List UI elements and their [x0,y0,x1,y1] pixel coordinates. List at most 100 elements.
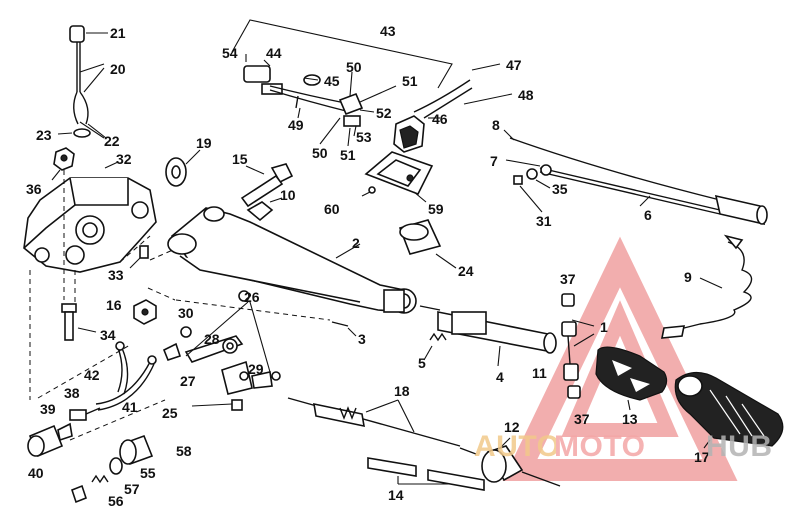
callout-53: 53 [356,129,372,145]
part-cap-37-upper [561,293,595,381]
part-bracket-32 [23,161,157,273]
part-bracket-27 [221,360,273,395]
part-nut-16 [133,299,157,325]
group-bracket-43 [231,19,453,89]
callout-37-lower: 37 [574,411,590,427]
callout-39: 39 [40,401,56,417]
callout-52: 52 [376,105,392,121]
callout-59: 59 [428,201,444,217]
callout-16: 16 [106,297,122,313]
part-button-56 [71,484,87,504]
callout-4: 4 [496,369,504,385]
callout-9: 9 [684,269,692,285]
callout-1: 1 [600,319,608,335]
part-nut-36 [51,147,75,181]
callout-42: 42 [84,367,100,383]
callout-50-upper: 50 [346,59,362,75]
part-switch-assembly [243,54,397,147]
part-spring-57 [91,474,109,484]
watermark-hub: HUB [706,430,773,463]
callout-28: 28 [204,331,220,347]
part-nut-55 [109,457,123,475]
part-bolt-15 [240,163,294,208]
callout-22: 22 [104,133,120,149]
callout-20: 20 [110,61,126,77]
part-tubes-14 [367,457,485,491]
callout-45: 45 [324,73,340,89]
callout-38: 38 [64,385,80,401]
callout-10: 10 [280,187,296,203]
callout-31: 31 [536,213,552,229]
part-screw-25 [191,399,243,411]
part-washer-35 [526,168,551,189]
callout-56: 56 [108,493,124,509]
part-washer-30 [162,326,192,361]
callout-60: 60 [324,201,340,217]
part-pin-3 [331,321,357,337]
callout-25: 25 [162,405,178,421]
part-sleeve-24 [398,219,457,269]
part-connector-38-39 [69,407,101,421]
callout-2: 2 [352,235,360,251]
callout-21: 21 [110,25,126,41]
callout-36: 36 [26,181,42,197]
callout-23: 23 [36,127,52,143]
callout-46: 46 [432,111,448,127]
callout-37-upper: 37 [560,271,576,287]
part-grip-17 [674,371,784,449]
part-sleeve-58 [119,434,154,466]
part-spring-5 [423,332,447,361]
part-throttle-rod-18 [287,397,477,455]
callout-labels: 1 2 3 4 5 6 7 8 9 10 11 12 13 14 15 16 1… [26,23,710,509]
part-grip-tube-4 [419,305,557,367]
part-grip-13 [595,346,668,411]
callout-32: 32 [116,151,132,167]
callout-34: 34 [100,327,116,343]
part-steering-arm-2 [167,206,417,314]
part-clip-28 [222,338,238,354]
part-screw-31 [513,175,543,213]
callout-40: 40 [28,465,44,481]
part-washer-19 [165,149,201,187]
part-screw-33 [129,245,149,269]
callout-30: 30 [178,305,194,321]
callout-51-lower: 51 [340,147,356,163]
callout-49: 49 [288,117,304,133]
part-block-46 [393,63,513,153]
part-washer-23 [57,128,91,138]
callout-33: 33 [108,267,124,283]
callout-55: 55 [140,465,156,481]
part-wire-end-21 [69,25,108,139]
part-coil-cable-9 [661,234,753,339]
callout-11: 11 [532,365,547,381]
part-cap-37-lower [567,385,581,399]
callout-12: 12 [504,419,520,435]
callout-44: 44 [266,45,282,61]
callout-13: 13 [622,411,638,427]
part-washer-29 [271,371,281,381]
callout-14: 14 [388,487,404,503]
callout-35: 35 [552,181,568,197]
part-harness-41-42 [95,341,157,411]
callout-48: 48 [518,87,534,103]
callout-57: 57 [124,481,140,497]
part-plate-59 [361,151,434,203]
callout-27: 27 [180,373,196,389]
callout-43: 43 [380,23,396,39]
callout-24: 24 [458,263,474,279]
part-throttle-cable-6 [503,129,768,226]
callout-15: 15 [232,151,248,167]
part-clip-10 [246,197,283,222]
watermark-moto: MOTO [554,430,645,463]
callout-5: 5 [418,355,426,371]
part-housing-12 [481,437,561,487]
callout-29: 29 [248,361,264,377]
callout-50-lower: 50 [312,145,328,161]
callout-6: 6 [644,207,652,223]
callout-8: 8 [492,117,500,133]
callout-54: 54 [222,45,238,61]
callout-58: 58 [176,443,192,459]
watermark-text: AUTO MOTO HUB [474,430,773,463]
